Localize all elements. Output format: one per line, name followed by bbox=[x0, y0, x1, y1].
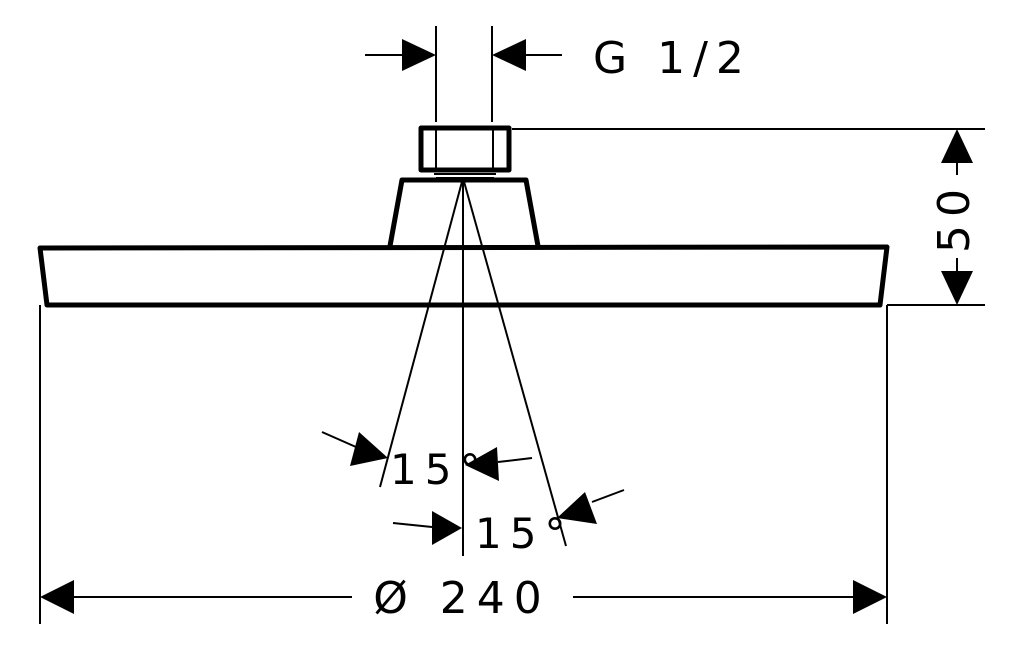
height-label: 50 bbox=[929, 181, 980, 253]
diameter-arrow-left bbox=[40, 580, 74, 614]
angle-lower-dimension: 15° bbox=[392, 489, 625, 558]
head-plate bbox=[37, 244, 890, 308]
angle-lines bbox=[379, 177, 567, 556]
diameter-label: Ø 240 bbox=[373, 573, 551, 624]
angle-lower-label: 15° bbox=[475, 509, 573, 558]
angle-lower-arrow-right bbox=[557, 492, 597, 524]
thread-dimension: G 1/2 bbox=[365, 26, 752, 122]
tilt-line-right bbox=[462, 177, 567, 547]
angle-upper-leader-left bbox=[321, 431, 357, 448]
height-arrow-top bbox=[941, 129, 973, 163]
diameter-arrow-right bbox=[853, 580, 887, 614]
thread-arrow-right bbox=[492, 39, 526, 71]
thread-arrow-left bbox=[402, 39, 436, 71]
angle-lower-leader-left bbox=[392, 522, 433, 528]
height-dimension: 50 bbox=[512, 128, 985, 306]
shower-head bbox=[37, 125, 890, 308]
tilt-line-left bbox=[379, 177, 464, 488]
angle-lower-arrow-left bbox=[432, 511, 462, 545]
diameter-dimension: Ø 240 bbox=[39, 305, 888, 624]
angle-upper-label: 15° bbox=[390, 445, 488, 494]
angle-upper-arrow-left bbox=[350, 432, 388, 466]
thread-label: G 1/2 bbox=[593, 33, 752, 84]
angle-upper-arrow-right bbox=[465, 447, 499, 481]
connector-nut bbox=[418, 125, 512, 173]
angle-lower-leader-right bbox=[591, 489, 625, 503]
height-arrow-bottom bbox=[941, 271, 973, 305]
angle-upper-leader-right bbox=[497, 457, 533, 463]
angle-upper-dimension: 15° bbox=[321, 431, 533, 494]
